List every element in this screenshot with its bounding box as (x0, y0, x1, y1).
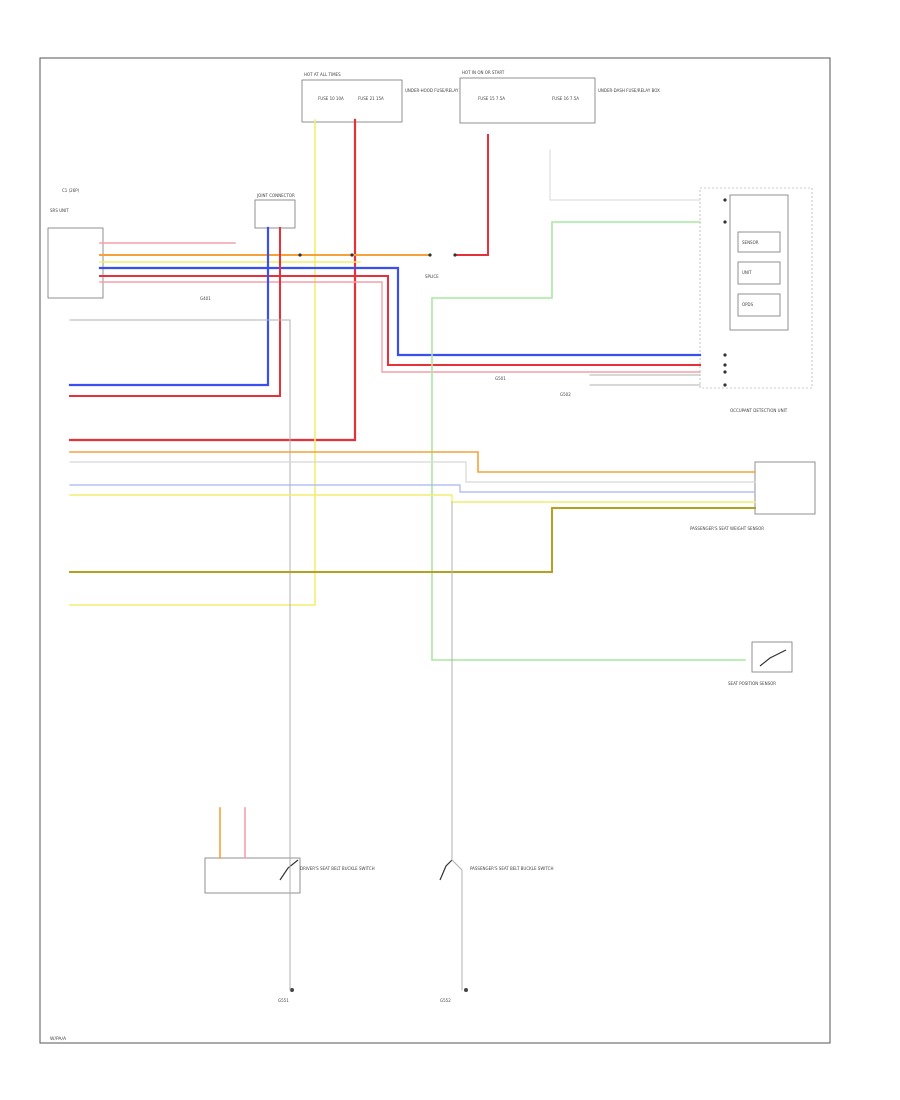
wire-red-left (69, 227, 281, 397)
fuse-box-b-header: HOT IN ON OR START (462, 70, 505, 75)
odu-block-unit: UNIT (742, 270, 752, 275)
wire-blue-top (98, 266, 702, 357)
ground-mid-label: G501 (495, 376, 506, 381)
fuse-box-a-header: HOT AT ALL TIMES (304, 72, 341, 77)
wire-yellow-mid (69, 494, 756, 503)
seat-position-sensor: SEAT POSITION SENSOR (728, 641, 793, 686)
driver-ground-label: G551 (278, 998, 289, 1003)
fuse-box-a-fuse2: FUSE 21 15A (358, 96, 384, 101)
wire-red-fuseb (454, 134, 489, 256)
wire-grey-passenger (451, 501, 463, 991)
joint-connector: JOINT CONNECTOR (254, 193, 296, 229)
ground-top-label: G401 (200, 296, 211, 301)
driver-buckle-switch: DRIVER'S SEAT BELT BUCKLE SWITCH G551 (204, 857, 375, 1003)
connector-dot (723, 353, 727, 357)
wire-red-top (99, 275, 701, 366)
fuse-box-a: HOT AT ALL TIMES FUSE 10 10A FUSE 21 15A… (301, 72, 468, 123)
wire-pink-lower (99, 281, 701, 373)
connector-dot (428, 253, 432, 257)
fuse-box-a-name: UNDER-HOOD FUSE/RELAY BOX (405, 88, 468, 93)
connector-dot (723, 220, 727, 224)
connector-dot (453, 253, 457, 257)
fuse-box-b-fuse2: FUSE 16 7.5A (552, 96, 579, 101)
connector-dot (723, 383, 727, 387)
connector-dot (723, 370, 727, 374)
footer-code: W/PA/A (50, 1036, 67, 1042)
joint-connector-label: JOINT CONNECTOR (256, 193, 295, 198)
ground-right-label: G502 (560, 392, 571, 397)
srs-unit-connector: C1 (26P) (62, 188, 80, 193)
wire-blue-left (68, 226, 270, 387)
seat-weight-sensor-name: PASSENGER'S SEAT WEIGHT SENSOR (690, 526, 764, 531)
wire-grey-left (69, 319, 291, 831)
odu-name: OCCUPANT DETECTION UNIT (730, 408, 788, 413)
fuse-box-b: HOT IN ON OR START FUSE 15 7.5A FUSE 16 … (459, 70, 660, 124)
passenger-buckle-name: PASSENGER'S SEAT BELT BUCKLE SWITCH (470, 866, 553, 871)
srs-unit-name: SRS UNIT (50, 208, 69, 213)
fuse-box-b-name: UNDER-DASH FUSE/RELAY BOX (598, 88, 660, 93)
srs-unit: SRS UNIT C1 (26P) (47, 188, 104, 299)
connector-dot (298, 253, 302, 257)
passenger-ground-label: G552 (440, 998, 451, 1003)
seat-weight-sensor: PASSENGER'S SEAT WEIGHT SENSOR (690, 461, 816, 531)
wire-lightblue-mid (69, 484, 756, 493)
occupant-detection-unit: SENSOR UNIT OPDS OCCUPANT DETECTION UNIT (699, 187, 813, 413)
splice-label: SPLICE (425, 274, 439, 279)
fuse-box-a-fuse1: FUSE 10 10A (318, 96, 344, 101)
odu-block-sensor: SENSOR (742, 240, 759, 245)
wire-lightgrey-mid (69, 461, 756, 483)
wire-orange-mid (69, 451, 756, 473)
wires (68, 118, 756, 991)
wire-green-main (431, 221, 746, 661)
wire-grey-top (549, 149, 701, 201)
odu-block-opds: OPDS (742, 302, 754, 307)
driver-buckle-name: DRIVER'S SEAT BELT BUCKLE SWITCH (300, 866, 375, 871)
wire-olive (69, 507, 756, 573)
diagram-frame (39, 57, 831, 1044)
connector-dot (723, 363, 727, 367)
connector-dot (350, 253, 354, 257)
switch-symbol (759, 649, 787, 667)
seat-position-sensor-name: SEAT POSITION SENSOR (728, 681, 776, 686)
wire-red-fuse-main (68, 118, 357, 442)
passenger-buckle-switch: PASSENGER'S SEAT BELT BUCKLE SWITCH G552 (439, 859, 553, 1003)
connector-dot (723, 198, 727, 202)
fuse-box-b-fuse1: FUSE 15 7.5A (478, 96, 505, 101)
